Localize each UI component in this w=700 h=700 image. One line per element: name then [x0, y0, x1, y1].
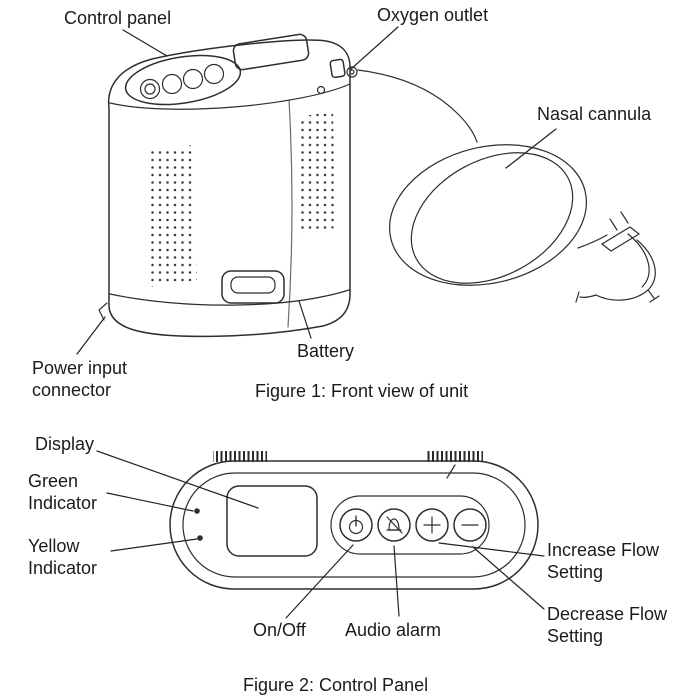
- yellow-indicator-led: [197, 535, 203, 541]
- mute-alarm-icon: [386, 516, 403, 534]
- plus-icon: [423, 516, 441, 534]
- figure2-leader-lines: [96, 450, 545, 619]
- battery-part: [221, 270, 285, 304]
- decrease-flow-button: [453, 508, 487, 542]
- figure2-caption: Figure 2: Control Panel: [243, 675, 429, 695]
- control-panel-closeup: [169, 451, 539, 590]
- panel-outer-outline: [169, 460, 539, 590]
- top-display: [232, 33, 310, 71]
- increase-flow-button: [415, 508, 449, 542]
- right-vent-grille: [299, 111, 335, 234]
- label-power-input-connector: Power input connector: [32, 358, 128, 400]
- label-green-indicator: Green Indicator: [28, 471, 98, 513]
- oxygen-outlet-part: [316, 58, 358, 95]
- power-button: [339, 508, 373, 542]
- green-indicator-led: [194, 508, 200, 514]
- oxygen-concentrator-drawing: [98, 33, 358, 338]
- label-increase-flow: Increase Flow Setting: [547, 540, 660, 582]
- label-display: Display: [35, 434, 95, 454]
- top-grille-right: [427, 451, 483, 462]
- audio-alarm-button: [377, 508, 411, 542]
- panel-inner-outline: [182, 472, 526, 578]
- button-group-outline: [330, 495, 490, 555]
- label-yellow-indicator: Yellow Indicator: [28, 536, 98, 578]
- figure1-leader-lines: [76, 26, 557, 355]
- top-grille-left: [213, 451, 267, 462]
- power-icon: [348, 515, 364, 535]
- display-window: [226, 485, 318, 557]
- control-panel-top: [124, 54, 242, 106]
- nasal-cannula-drawing: [357, 69, 660, 303]
- label-oxygen-outlet: Oxygen outlet: [377, 5, 489, 25]
- left-vent-grille: [147, 145, 197, 287]
- label-nasal-cannula: Nasal cannula: [537, 104, 652, 124]
- label-battery: Battery: [297, 341, 355, 361]
- label-audio-alarm: Audio alarm: [345, 620, 442, 640]
- power-input-part: [98, 302, 108, 321]
- figure1-caption: Figure 1: Front view of unit: [255, 381, 469, 401]
- device-body: [107, 39, 351, 338]
- label-on-off: On/Off: [253, 620, 306, 640]
- label-control-panel: Control panel: [64, 8, 172, 28]
- label-decrease-flow: Decrease Flow Setting: [547, 604, 668, 646]
